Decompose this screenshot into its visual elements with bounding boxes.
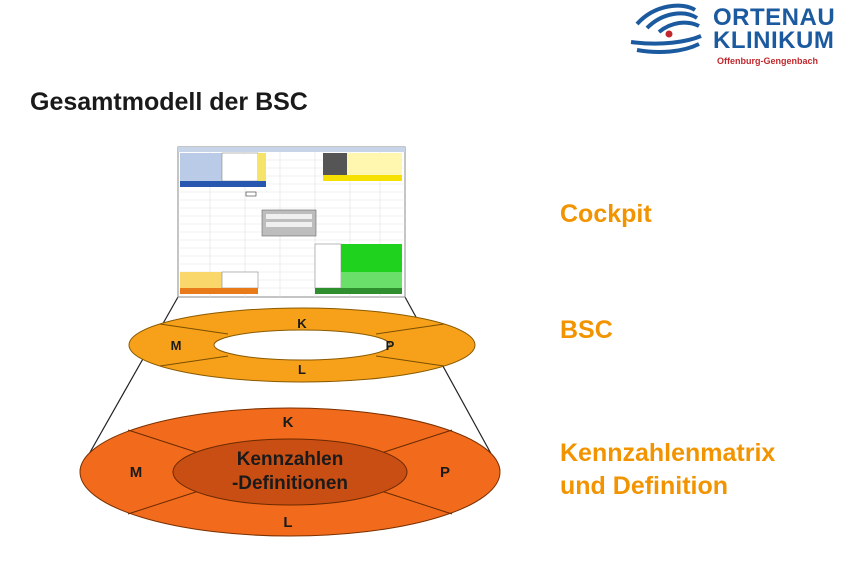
bsc-ring-p: P (386, 338, 395, 353)
level-label-cockpit: Cockpit (560, 200, 652, 228)
matrix-ring-l: L (283, 514, 292, 531)
bsc-ring-m: M (171, 338, 182, 353)
matrix-ring-k: K (283, 414, 294, 431)
bsc-ring (128, 307, 476, 383)
core-label-line1: Kennzahlen (237, 449, 344, 470)
matrix-ring-m: M (130, 464, 143, 481)
level-label-matrix-line2: und Definition (560, 472, 729, 500)
logo-swoosh-icon (630, 3, 702, 54)
logo-line2: KLINIKUM (713, 27, 835, 54)
bsc-ring-l: L (298, 362, 306, 377)
matrix-ring (79, 407, 501, 537)
level-label-bsc: BSC (560, 316, 613, 344)
matrix-ring-p: P (440, 464, 450, 481)
cockpit-thumbnail (177, 146, 406, 298)
page-title: Gesamtmodell der BSC (30, 88, 308, 116)
logo-subline: Offenburg-Gengenbach (717, 56, 818, 66)
ortenau-klinikum-logo: ORTENAU KLINIKUM Offenburg-Gengenbach (625, 2, 850, 74)
bsc-ring-k: K (297, 316, 307, 331)
logo-line1: ORTENAU (713, 4, 836, 31)
core-label-line2: -Definitionen (232, 473, 348, 494)
level-label-matrix-line1: Kennzahlenmatrix (560, 439, 776, 467)
